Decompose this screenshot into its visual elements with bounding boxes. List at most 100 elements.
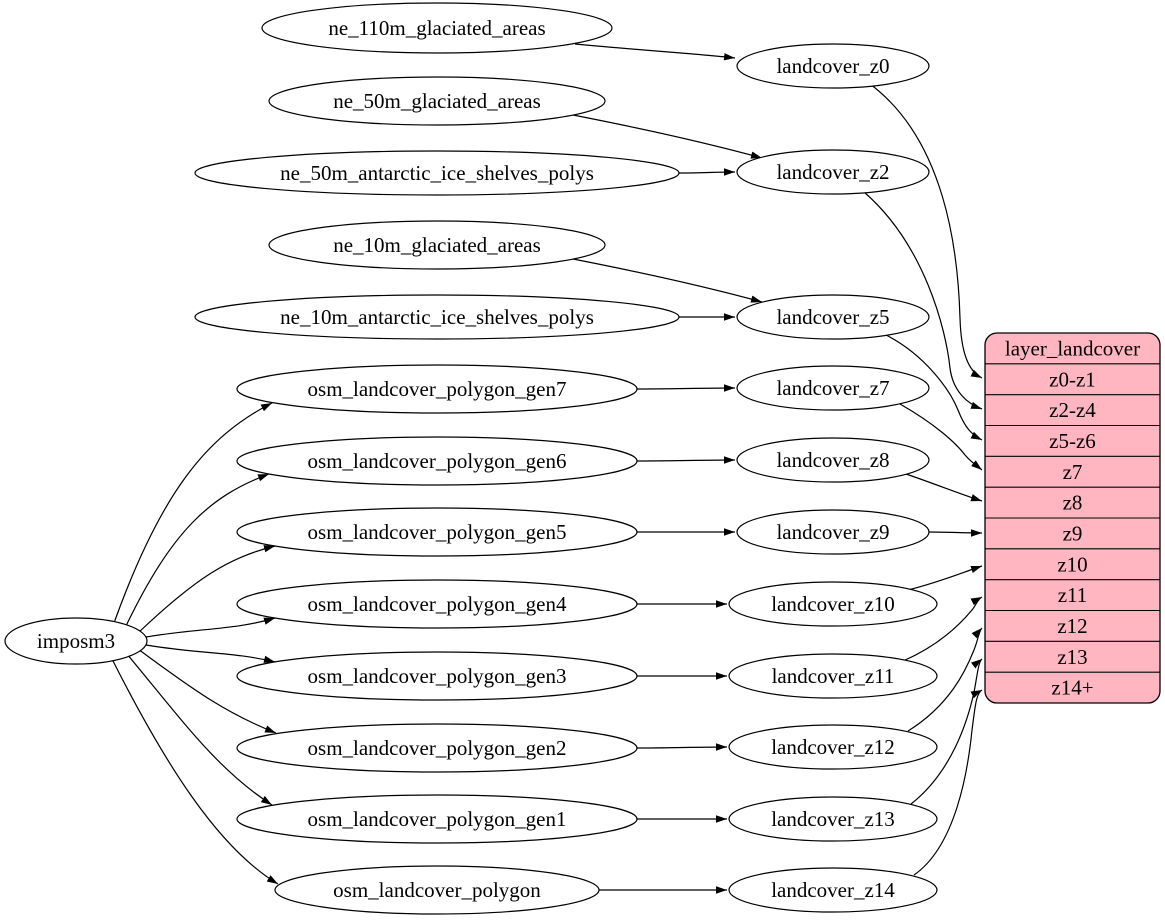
node-shape (236, 579, 638, 629)
edge-landcover-z2-to-row-z2-z4 (863, 191, 983, 410)
node-shape (736, 437, 930, 483)
node-label: ne_10m_glaciated_areas (333, 233, 541, 257)
node-label: landcover_z12 (771, 735, 895, 759)
node-landcover-z14: landcover_z14 (728, 867, 938, 913)
node-osm-landcover-polygon-gen3: osm_landcover_polygon_gen3 (236, 651, 638, 701)
edge-imposm3-to-osm-landcover-polygon-gen6 (124, 473, 270, 629)
table-row-z5-z6: z5-z6 (1049, 429, 1096, 453)
node-osm-landcover-polygon-gen2: osm_landcover_polygon_gen2 (236, 723, 638, 773)
table-row-z12: z12 (1057, 614, 1087, 638)
edge-landcover-z9-to-row-z9 (928, 529, 983, 537)
edge-imposm3-to-osm-landcover-polygon-gen7 (113, 402, 273, 624)
node-osm-landcover-polygon-gen1: osm_landcover_polygon_gen1 (236, 794, 638, 844)
node-label: landcover_z8 (776, 448, 889, 472)
node-shape (736, 149, 930, 195)
node-label: ne_50m_antarctic_ice_shelves_polys (280, 161, 594, 185)
node-landcover-z13: landcover_z13 (728, 796, 938, 842)
node-label: osm_landcover_polygon (333, 878, 541, 902)
node-shape (736, 365, 930, 411)
table-row-z11: z11 (1058, 583, 1088, 607)
node-landcover-z2: landcover_z2 (736, 149, 930, 195)
node-shape (194, 150, 680, 196)
node-landcover-z10: landcover_z10 (728, 581, 938, 627)
node-shape (236, 794, 638, 844)
node-shape (736, 43, 930, 89)
source-nodes: ne_110m_glaciated_areas ne_50m_glaciated… (194, 2, 680, 915)
node-label: ne_10m_antarctic_ice_shelves_polys (280, 305, 594, 329)
node-label: landcover_z10 (771, 592, 895, 616)
edge-imposm3-to-osm-landcover-polygon-gen1 (126, 653, 273, 806)
node-landcover-z8: landcover_z8 (736, 437, 930, 483)
edge-landcover-z11-to-row-z11 (902, 596, 983, 662)
node-label: landcover_z0 (776, 54, 889, 78)
node-shape (268, 76, 606, 126)
node-label: landcover_z2 (776, 160, 889, 184)
edge-layer (111, 43, 983, 894)
edge-osm-landcover-polygon-gen2-to-landcover-z12 (636, 743, 728, 751)
node-landcover-z11: landcover_z11 (728, 653, 938, 699)
edge-ne-10m-glaciated-areas-to-landcover-z5 (572, 258, 763, 303)
node-ne-50m-glaciated-areas: ne_50m_glaciated_areas (268, 76, 606, 126)
node-label: osm_landcover_polygon_gen4 (308, 592, 567, 616)
node-shape (728, 653, 938, 699)
edge-imposm3-to-osm-landcover-polygon-gen3 (145, 644, 276, 663)
table-row-z7: z7 (1063, 460, 1083, 484)
node-label: osm_landcover_polygon_gen3 (308, 664, 567, 688)
node-label: landcover_z14 (771, 878, 895, 902)
intermediate-nodes: landcover_z0 landcover_z2 landcover_z5 l… (728, 43, 938, 913)
edge-osm-landcover-polygon-gen7-to-landcover-z7 (636, 384, 736, 392)
node-label: landcover_z13 (771, 807, 895, 831)
node-imposm3-label: imposm3 (37, 629, 115, 653)
node-label: osm_landcover_polygon_gen1 (308, 807, 567, 831)
edge-ne-50m-antarctic-ice-shelves-polys-to-landcover-z2 (678, 168, 736, 176)
node-ne-10m-glaciated-areas: ne_10m_glaciated_areas (268, 220, 606, 270)
node-shape (736, 509, 930, 555)
node-imposm3-shape (4, 617, 148, 665)
node-shape (236, 364, 638, 414)
node-imposm3: imposm3 (4, 617, 148, 665)
node-label: osm_landcover_polygon_gen6 (308, 449, 567, 473)
table-title: layer_landcover (1005, 336, 1140, 360)
edge-imposm3-to-osm-landcover-polygon (111, 658, 279, 885)
table-row-separators (985, 363, 1160, 673)
edge-imposm3-to-osm-landcover-polygon-gen2 (137, 648, 277, 734)
node-shape (274, 865, 600, 915)
node-label: landcover_z9 (776, 520, 889, 544)
node-shape (236, 723, 638, 773)
node-landcover-z9: landcover_z9 (736, 509, 930, 555)
node-osm-landcover-polygon-gen4: osm_landcover_polygon_gen4 (236, 579, 638, 629)
node-shape (728, 796, 938, 842)
node-ne-110m-glaciated-areas: ne_110m_glaciated_areas (261, 2, 613, 54)
edge-imposm3-to-osm-landcover-polygon-gen4 (145, 617, 276, 638)
table-layer-landcover: layer_landcover z0-z1 z2-z4 z5-z6 z7 z8 … (984, 332, 1161, 704)
edge-landcover-z13-to-row-z13 (910, 658, 983, 805)
edge-landcover-z10-to-row-z10 (907, 565, 983, 591)
node-shape (728, 581, 938, 627)
node-shape (736, 294, 930, 340)
table-row-z2-z4: z2-z4 (1049, 398, 1096, 422)
node-label: osm_landcover_polygon_gen2 (308, 736, 567, 760)
node-osm-landcover-polygon-gen5: osm_landcover_polygon_gen5 (236, 507, 638, 557)
node-shape (236, 507, 638, 557)
node-landcover-z7: landcover_z7 (736, 365, 930, 411)
edge-landcover-z12-to-row-z12 (907, 627, 983, 732)
table-row-z14plus: z14+ (1051, 676, 1093, 700)
node-label: osm_landcover_polygon_gen7 (308, 377, 567, 401)
edge-osm-landcover-polygon-gen6-to-landcover-z8 (636, 456, 736, 464)
edge-landcover-z5-to-row-z5-z6 (885, 334, 983, 441)
table-row-z9: z9 (1063, 521, 1083, 545)
table-row-z13: z13 (1057, 645, 1087, 669)
node-shape (194, 294, 680, 340)
edge-landcover-z14-to-row-z14plus (913, 689, 983, 876)
node-shape (261, 2, 613, 54)
node-ne-10m-antarctic-ice-shelves-polys: ne_10m_antarctic_ice_shelves_polys (194, 294, 680, 340)
edge-landcover-z0-to-row-z0-z1 (869, 83, 983, 379)
table-row-z10: z10 (1057, 552, 1087, 576)
edge-landcover-z7-to-row-z7 (899, 403, 983, 471)
node-osm-landcover-polygon: osm_landcover_polygon (274, 865, 600, 915)
node-label: osm_landcover_polygon_gen5 (308, 520, 567, 544)
node-shape (236, 436, 638, 486)
edge-landcover-z8-to-row-z8 (905, 473, 983, 502)
